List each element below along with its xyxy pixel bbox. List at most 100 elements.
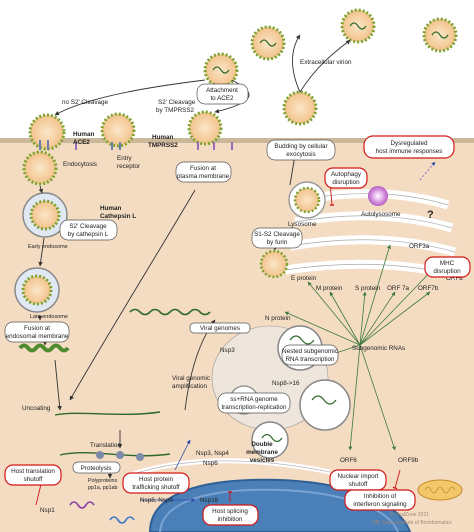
ss-rna-line2: transcription-replication — [221, 404, 287, 411]
autolysosome-label: Autolysosome — [361, 211, 401, 218]
nsp3-label: Nsp3 — [220, 347, 235, 354]
no-s2-label: no S2' Cleavage — [62, 99, 109, 106]
credit-line1: © ViralZone 2021 — [390, 511, 429, 518]
arrow-sgrna-orf9b — [359, 344, 396, 451]
viral-genomes-strand — [129, 308, 211, 316]
host-translation-line2: shutoff — [24, 476, 43, 483]
arrow-extracellular-2 — [299, 39, 351, 93]
tmprss2-receptors — [75, 142, 233, 150]
inhibition-ifn-line2: interferon signaling — [353, 501, 407, 508]
fusion-endo-line1: Fusion at — [24, 325, 50, 332]
budding-line1: Budding by cellular — [274, 143, 327, 150]
uncoating-label: Uncoating — [22, 405, 51, 412]
golgi-apparatus — [284, 189, 460, 281]
host-splicing-line1: Host splicing — [212, 508, 248, 515]
polyprotein-nsp8 — [109, 516, 135, 524]
virion-surface-left — [28, 113, 66, 151]
s2-cathepsin-line2: by cathepsin L — [68, 231, 109, 238]
attachment-box — [196, 83, 249, 105]
dmv-line1: Double — [251, 441, 273, 448]
extracellular-label: Extracellular virion — [300, 59, 352, 66]
orf7a-label: ORF 7a — [387, 285, 410, 292]
arrow-sgrna-s — [359, 291, 367, 346]
budding-box — [266, 139, 336, 161]
virion-surface-center — [100, 112, 136, 148]
arrow-sgrna-7b — [359, 291, 431, 346]
nested-line1: Nested subgenomic — [282, 348, 338, 355]
subgenomic-label: Subgenomic RNAs — [352, 345, 405, 352]
arrow-early-to-late — [38, 237, 45, 267]
fusion-pm-line1: Fusion at — [190, 165, 216, 172]
dmv-line2: membrane — [246, 449, 278, 456]
e-protein-label: E protein — [291, 275, 317, 282]
virion-endocytosis — [22, 150, 58, 186]
mhc-line2: disruption — [433, 268, 461, 275]
arrow-s2-tmprss2 — [214, 79, 250, 114]
ace2-receptors — [39, 140, 121, 150]
autolysosome-body — [368, 186, 388, 206]
arrow-sgrna-n — [284, 311, 361, 346]
late-endosome-label: Late endosome — [30, 314, 68, 320]
cathepsin-line2: Cathepsin L — [100, 213, 136, 220]
m-protein-label: M protein — [316, 285, 343, 292]
nucleocapsid — [18, 343, 70, 353]
arrow-fusion-pm — [69, 189, 196, 401]
inhibit-ifn — [392, 469, 401, 490]
er-membrane-1-outline — [129, 460, 331, 476]
host-protein-box — [122, 472, 190, 494]
mitochondrion — [417, 479, 463, 501]
nuclear-import-line1: Nuclear import — [338, 473, 379, 480]
nsp3-nsp4-label: Nsp3, Nsp4 — [196, 450, 229, 457]
furin-line2: by furin — [267, 239, 288, 246]
polyproteins-line2: pp1a, pp1ab — [88, 485, 118, 491]
s2-cathepsin-box — [59, 219, 118, 241]
entry-receptor-line1: Entry — [117, 155, 133, 162]
nsp1-label: Nsp1 — [40, 507, 55, 514]
attachment-line2: to ACE2 — [210, 95, 234, 102]
virion-top-right-2 — [422, 17, 458, 53]
viral-amp-line1: Viral genomic — [172, 375, 210, 382]
arrow-sgrna-m — [329, 291, 361, 346]
orf3a-label: ORF3a — [409, 243, 430, 250]
attachment-line1: Attachment — [206, 87, 238, 94]
human-tmprss2-line2: TMPRSS2 — [148, 142, 178, 149]
host-splicing-box — [202, 504, 259, 526]
inhibition-ifn-box — [344, 489, 416, 511]
autophagy-box — [324, 167, 368, 189]
nsp8-16-label: Nsp8->16 — [272, 380, 300, 387]
nsp8-nsp9-label: Nsp8, Nsp9 — [140, 497, 173, 504]
arrow-extracellular — [292, 34, 301, 93]
host-splicing-line2: inhibition — [218, 516, 243, 523]
s2-tmprss2-line1: S2' Cleavage — [158, 99, 196, 106]
orf6-label: ORF6 — [340, 457, 357, 464]
arrow-sgrna-e — [307, 281, 361, 346]
uncoated-genome — [54, 411, 161, 416]
endocytosis-label: Endocytosis — [63, 161, 97, 168]
n-protein-label: N protein — [265, 315, 291, 322]
nested-line2: RNA transcription — [286, 356, 335, 363]
inhibition-ifn-line1: Inhibition of — [364, 493, 396, 500]
autophagy-line1: Autophagy — [331, 171, 362, 178]
human-ace2-line2: ACE2 — [73, 139, 90, 146]
late-endosome — [14, 267, 60, 313]
ribosomes — [96, 451, 144, 461]
mhc-box — [424, 256, 471, 278]
nsp16-label: Nsp16 — [200, 497, 219, 504]
s-protein-label: S protein — [355, 285, 381, 292]
arrow-nsp3-nsp4 — [174, 439, 191, 471]
cathepsin-line1: Human — [100, 205, 121, 212]
dmv-line3: vesicles — [250, 457, 275, 464]
lysosome-label: Lysosome — [288, 221, 317, 228]
host-translation-line1: Host translation — [11, 468, 55, 475]
host-protein-line1: Host protein — [139, 476, 173, 483]
nested-box — [281, 344, 339, 366]
polyproteins-line1: Polyproteins — [88, 478, 117, 484]
s2-tmprss2-line2: by TMPRSS2 — [156, 107, 195, 114]
arrow-sgrna-3a — [359, 244, 391, 346]
fusion-endo-box — [4, 321, 70, 343]
dysregulated-line1: Dysregulated — [390, 140, 428, 147]
orf7b-label: ORF7b — [418, 285, 439, 292]
furin-line1: S1-S2 Cleavage — [254, 231, 300, 238]
orf8-label: ORF8 — [446, 275, 463, 282]
